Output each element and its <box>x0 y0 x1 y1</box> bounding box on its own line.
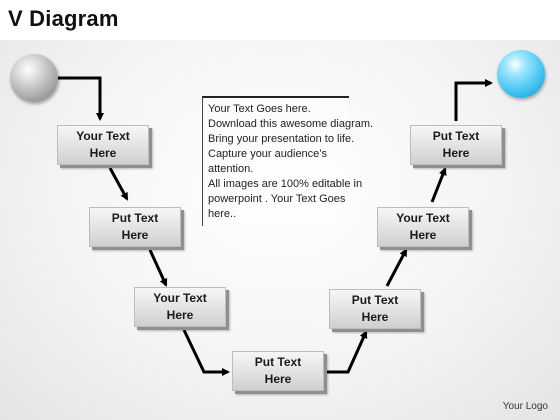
v-step-5-line2: Here <box>361 310 389 324</box>
connector-1-2 <box>108 167 129 201</box>
v-step-3-line1: Your Text <box>153 291 207 305</box>
v-step-2-line2: Here <box>121 228 149 242</box>
connector-2-3 <box>148 249 168 287</box>
connector-4-5 <box>327 330 368 374</box>
description-line: All images are 100% editable in <box>208 178 363 190</box>
connector-6-7 <box>430 167 447 203</box>
page-title: V Diagram <box>8 6 119 31</box>
end-sphere <box>497 50 545 98</box>
v-step-5-line1: Put Text <box>351 293 399 307</box>
v-step-6-line2: Here <box>409 228 437 242</box>
connector-start <box>58 76 104 121</box>
v-step-6-line1: Your Text <box>396 211 450 225</box>
description-line: attention. <box>208 163 254 175</box>
description-line: Bring your presentation to life. <box>208 133 355 145</box>
v-step-3-line2: Here <box>166 308 194 322</box>
logo-text: Your Logo <box>502 401 548 412</box>
description-text-box: Your Text Goes here. Download this aweso… <box>202 96 373 226</box>
v-step-1-line2: Here <box>89 146 117 160</box>
description-line: Your Text Goes here. <box>208 103 311 115</box>
description-line: powerpoint . Your Text Goes <box>208 193 346 205</box>
description-line: Download this awesome diagram. <box>208 118 374 130</box>
connector-3-4 <box>182 329 230 376</box>
v-step-4-line1: Put Text <box>254 355 302 369</box>
v-step-7-line1: Put Text <box>432 129 480 143</box>
v-step-7-line2: Here <box>442 146 470 160</box>
description-line: Capture your audience’s <box>208 148 328 160</box>
v-step-2-line1: Put Text <box>111 211 159 225</box>
connector-end <box>454 79 493 121</box>
description-text: Your Text Goes here. Download this aweso… <box>208 102 386 222</box>
title-bar <box>0 0 560 40</box>
connector-5-6 <box>385 248 408 287</box>
start-sphere <box>10 54 58 102</box>
v-step-4-line2: Here <box>264 372 292 386</box>
v-step-1-line1: Your Text <box>76 129 130 143</box>
description-line: here.. <box>208 208 237 220</box>
